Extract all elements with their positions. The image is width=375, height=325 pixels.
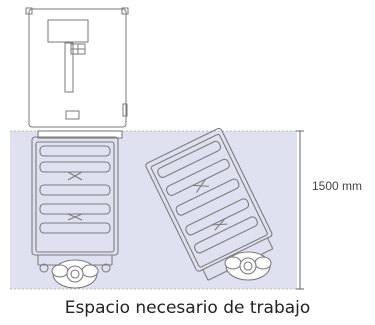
diagram-caption: Espacio necesario de trabajo — [64, 298, 311, 318]
stretcher-straight — [31, 130, 123, 273]
stretcher-rotated — [145, 127, 274, 281]
depth-dimension-line — [296, 130, 304, 290]
operator-straight — [51, 259, 99, 289]
depth-dimension-label: 1500 mm — [312, 179, 363, 193]
machine-cabinet — [25, 7, 129, 128]
operator-rotated — [224, 251, 272, 281]
